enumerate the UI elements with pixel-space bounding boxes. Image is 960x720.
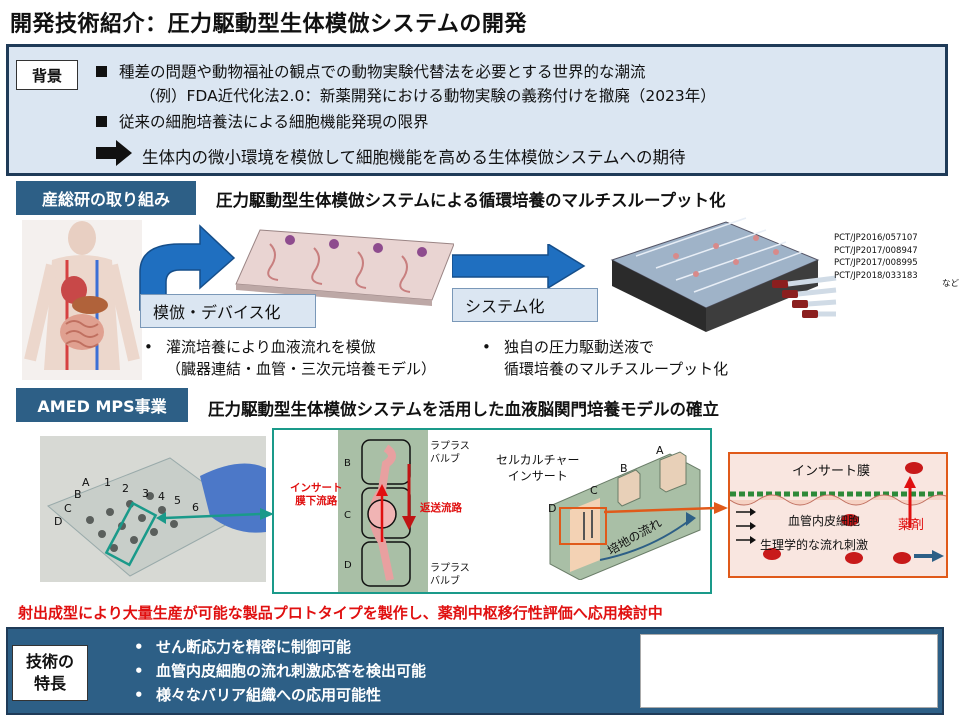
feature-item-1: •せん断応力を精密に制御可能 [134,638,352,656]
photo-label-1: 1 [104,476,111,489]
right-arrow-icon [96,140,132,166]
aist-heading: 圧力駆動型生体模倣システムによる循環培養のマルチスループット化 [216,191,726,210]
flow-stimulus-label: 生理学的な流れ刺激 [760,538,869,552]
insert-letter-a: A [656,444,664,457]
insert-flow-label: インサート 膜下流路 [290,482,343,507]
right-arrow-icon [452,244,586,288]
system-device-illustration [610,217,837,332]
system-bullet: •独自の圧力駆動送液で [482,338,655,356]
square-bullet-icon [96,66,107,77]
chip-letter-b: B [344,458,351,469]
chip-channel-diagram [338,430,428,592]
photo-label-a: A [82,476,90,489]
amed-tag: AMED MPS事業 [16,388,188,422]
amed-heading: 圧力駆動型生体模倣システムを活用した血液脳関門培養モデルの確立 [208,400,720,419]
human-body-illustration [22,220,142,380]
system-bullet-detail: 循環培養のマルチスループット化 [504,360,729,378]
patent-list: PCT/JP2016/057107 PCT/JP2017/008947 PCT/… [834,233,918,281]
photo-label-2: 2 [122,482,129,495]
device-bullet: •灌流培養により血液流れを模倣 [144,338,376,356]
membrane-title: インサート膜 [792,464,871,479]
device-label: 模倣・デバイス化 [140,294,316,328]
system-label: システム化 [452,288,598,322]
top-valve-label: ラプラス バルブ [430,441,470,465]
aist-tag: 産総研の取り組み [16,181,196,215]
photo-label-3: 3 [142,487,149,500]
insert-cross-section [549,451,701,580]
insert-letter-c: C [590,484,598,497]
feature-item-3: •様々なバリア組織への応用可能性 [134,686,382,704]
insert-letter-d: D [548,502,557,515]
insert-label: セルカルチャー インサート [496,453,580,483]
background-item-1: 種差の問題や動物福祉の観点での動物実験代替法を必要とする世界的な潮流 [96,60,646,82]
membrane-diagram [730,462,946,564]
background-box [6,44,948,176]
feature-item-2: •血管内皮細胞の流れ刺激応答を検出可能 [134,662,427,680]
device-bullet-detail: （臓器連結・血管・三次元培養モデル） [166,360,437,378]
square-bullet-icon [96,116,107,127]
patent-etc: など [942,279,960,289]
photo-label-5: 5 [174,494,181,507]
chip-letter-c: C [344,510,351,521]
photo-label-4: 4 [158,490,165,503]
features-label: 技術の 特長 [12,645,88,701]
bottom-valve-label: ラプラス バルブ [430,563,470,587]
photo-label-d: D [54,515,63,528]
background-item-2: 従来の細胞培養法による細胞機能発現の限界 [96,110,429,132]
background-label: 背景 [16,60,78,90]
background-conclusion: 生体内の微小環境を模倣して細胞機能を高める生体模倣システムへの期待 [142,148,686,167]
chip-device-illustration [235,229,454,306]
drug-label: 薬剤 [898,518,925,533]
endothelial-cells-label: 血管内皮細胞 [788,514,861,528]
connector-arrow-icon [156,508,274,524]
photo-label-b: B [74,488,82,501]
curved-arrow-icon [139,224,236,311]
features-blank-panel [640,634,938,708]
chip-letter-d: D [344,560,352,571]
summary-text: 射出成型により大量生産が可能な製品プロトタイプを製作し、薬剤中枢移行性評価へ応用… [18,604,663,622]
photo-label-6: 6 [192,501,199,514]
return-flow-arrow-icon [402,464,416,530]
insert-letter-b: B [620,462,628,475]
return-flow-label: 返送流路 [420,502,462,514]
page-title: 開発技術紹介：圧力駆動型生体模倣システムの開発 [10,12,527,37]
zoom-arrow-icon [604,502,728,514]
background-item-1-example: （例）FDA近代化法2.0：新薬開発における動物実験の義務付けを撤廃（2023年… [140,87,716,105]
photo-label-c: C [64,502,72,515]
